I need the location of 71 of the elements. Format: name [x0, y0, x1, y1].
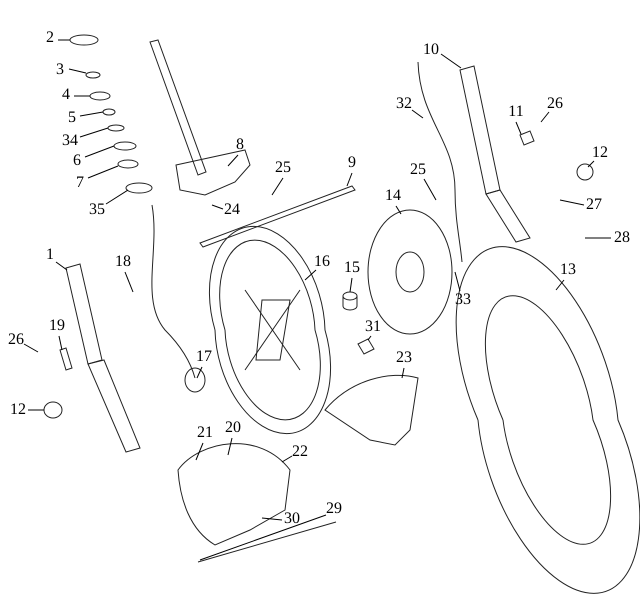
leader-line: [80, 128, 108, 138]
callout-number: 12: [10, 402, 26, 418]
callout-number: 25: [275, 160, 291, 176]
leader-line: [106, 190, 128, 204]
callout-number: 2: [46, 30, 54, 46]
leader-line: [454, 272, 460, 292]
callout-number: 13: [560, 262, 576, 278]
leader-line: [424, 178, 436, 200]
leader-line: [196, 442, 204, 460]
callout-number: 17: [196, 349, 212, 365]
leader-line: [212, 204, 224, 210]
callout-number: 29: [326, 501, 342, 517]
leader-line: [396, 206, 402, 214]
callout-number: 31: [365, 319, 381, 335]
leader-line: [304, 270, 316, 280]
leader-line: [560, 200, 584, 206]
callout-number: 14: [385, 188, 401, 204]
leader-line: [228, 438, 232, 456]
callout-number: 25: [410, 162, 426, 178]
callout-number: 24: [224, 202, 240, 218]
leader-line: [402, 368, 404, 378]
callout-number: 18: [115, 254, 131, 270]
callout-number: 22: [292, 444, 308, 460]
callout-number: 19: [49, 318, 65, 334]
callout-number: 26: [547, 96, 563, 112]
leader-line: [412, 110, 424, 118]
callout-number: 27: [586, 197, 602, 213]
callout-number: 5: [68, 110, 76, 126]
leader-line: [440, 54, 462, 68]
leader-line: [84, 146, 114, 158]
leader-line: [516, 122, 522, 134]
leader-line: [24, 344, 38, 352]
callout-number: 28: [614, 230, 630, 246]
leader-line: [124, 272, 134, 292]
leader-line: [556, 280, 564, 290]
leader-line: [346, 172, 352, 186]
callout-number: 30: [284, 511, 300, 527]
callout-number: 20: [225, 420, 241, 436]
leader-line: [200, 514, 326, 560]
callout-number: 4: [62, 87, 70, 103]
callout-number: 1: [46, 247, 54, 263]
leader-line: [588, 160, 594, 168]
leader-line: [58, 336, 62, 350]
callout-number: 10: [423, 42, 439, 58]
callout-number: 11: [508, 104, 524, 120]
callout-number: 6: [73, 153, 81, 169]
leader-line: [228, 154, 238, 166]
callout-number: 8: [236, 137, 244, 153]
callout-number: 15: [344, 260, 360, 276]
callout-number: 23: [396, 350, 412, 366]
leader-line: [68, 68, 86, 74]
leader-line: [196, 366, 202, 378]
leader-line: [262, 518, 282, 520]
callout-number: 3: [56, 62, 64, 78]
leader-line: [88, 166, 118, 178]
callout-number: 9: [348, 155, 356, 171]
callout-number: 34: [62, 133, 78, 149]
callout-number: 21: [197, 425, 213, 441]
callout-number: 35: [89, 202, 105, 218]
leader-line: [540, 112, 550, 122]
leader-line: [368, 336, 372, 340]
leader-line: [282, 456, 292, 462]
callout-number: 12: [592, 145, 608, 161]
callout-number: 7: [76, 175, 84, 191]
callout-number: 26: [8, 332, 24, 348]
leader-line: [350, 278, 352, 292]
leader-line: [80, 112, 104, 116]
callout-number: 16: [314, 254, 330, 270]
leader-line: [272, 178, 284, 196]
callout-number: 32: [396, 96, 412, 112]
leader-line: [56, 262, 68, 270]
